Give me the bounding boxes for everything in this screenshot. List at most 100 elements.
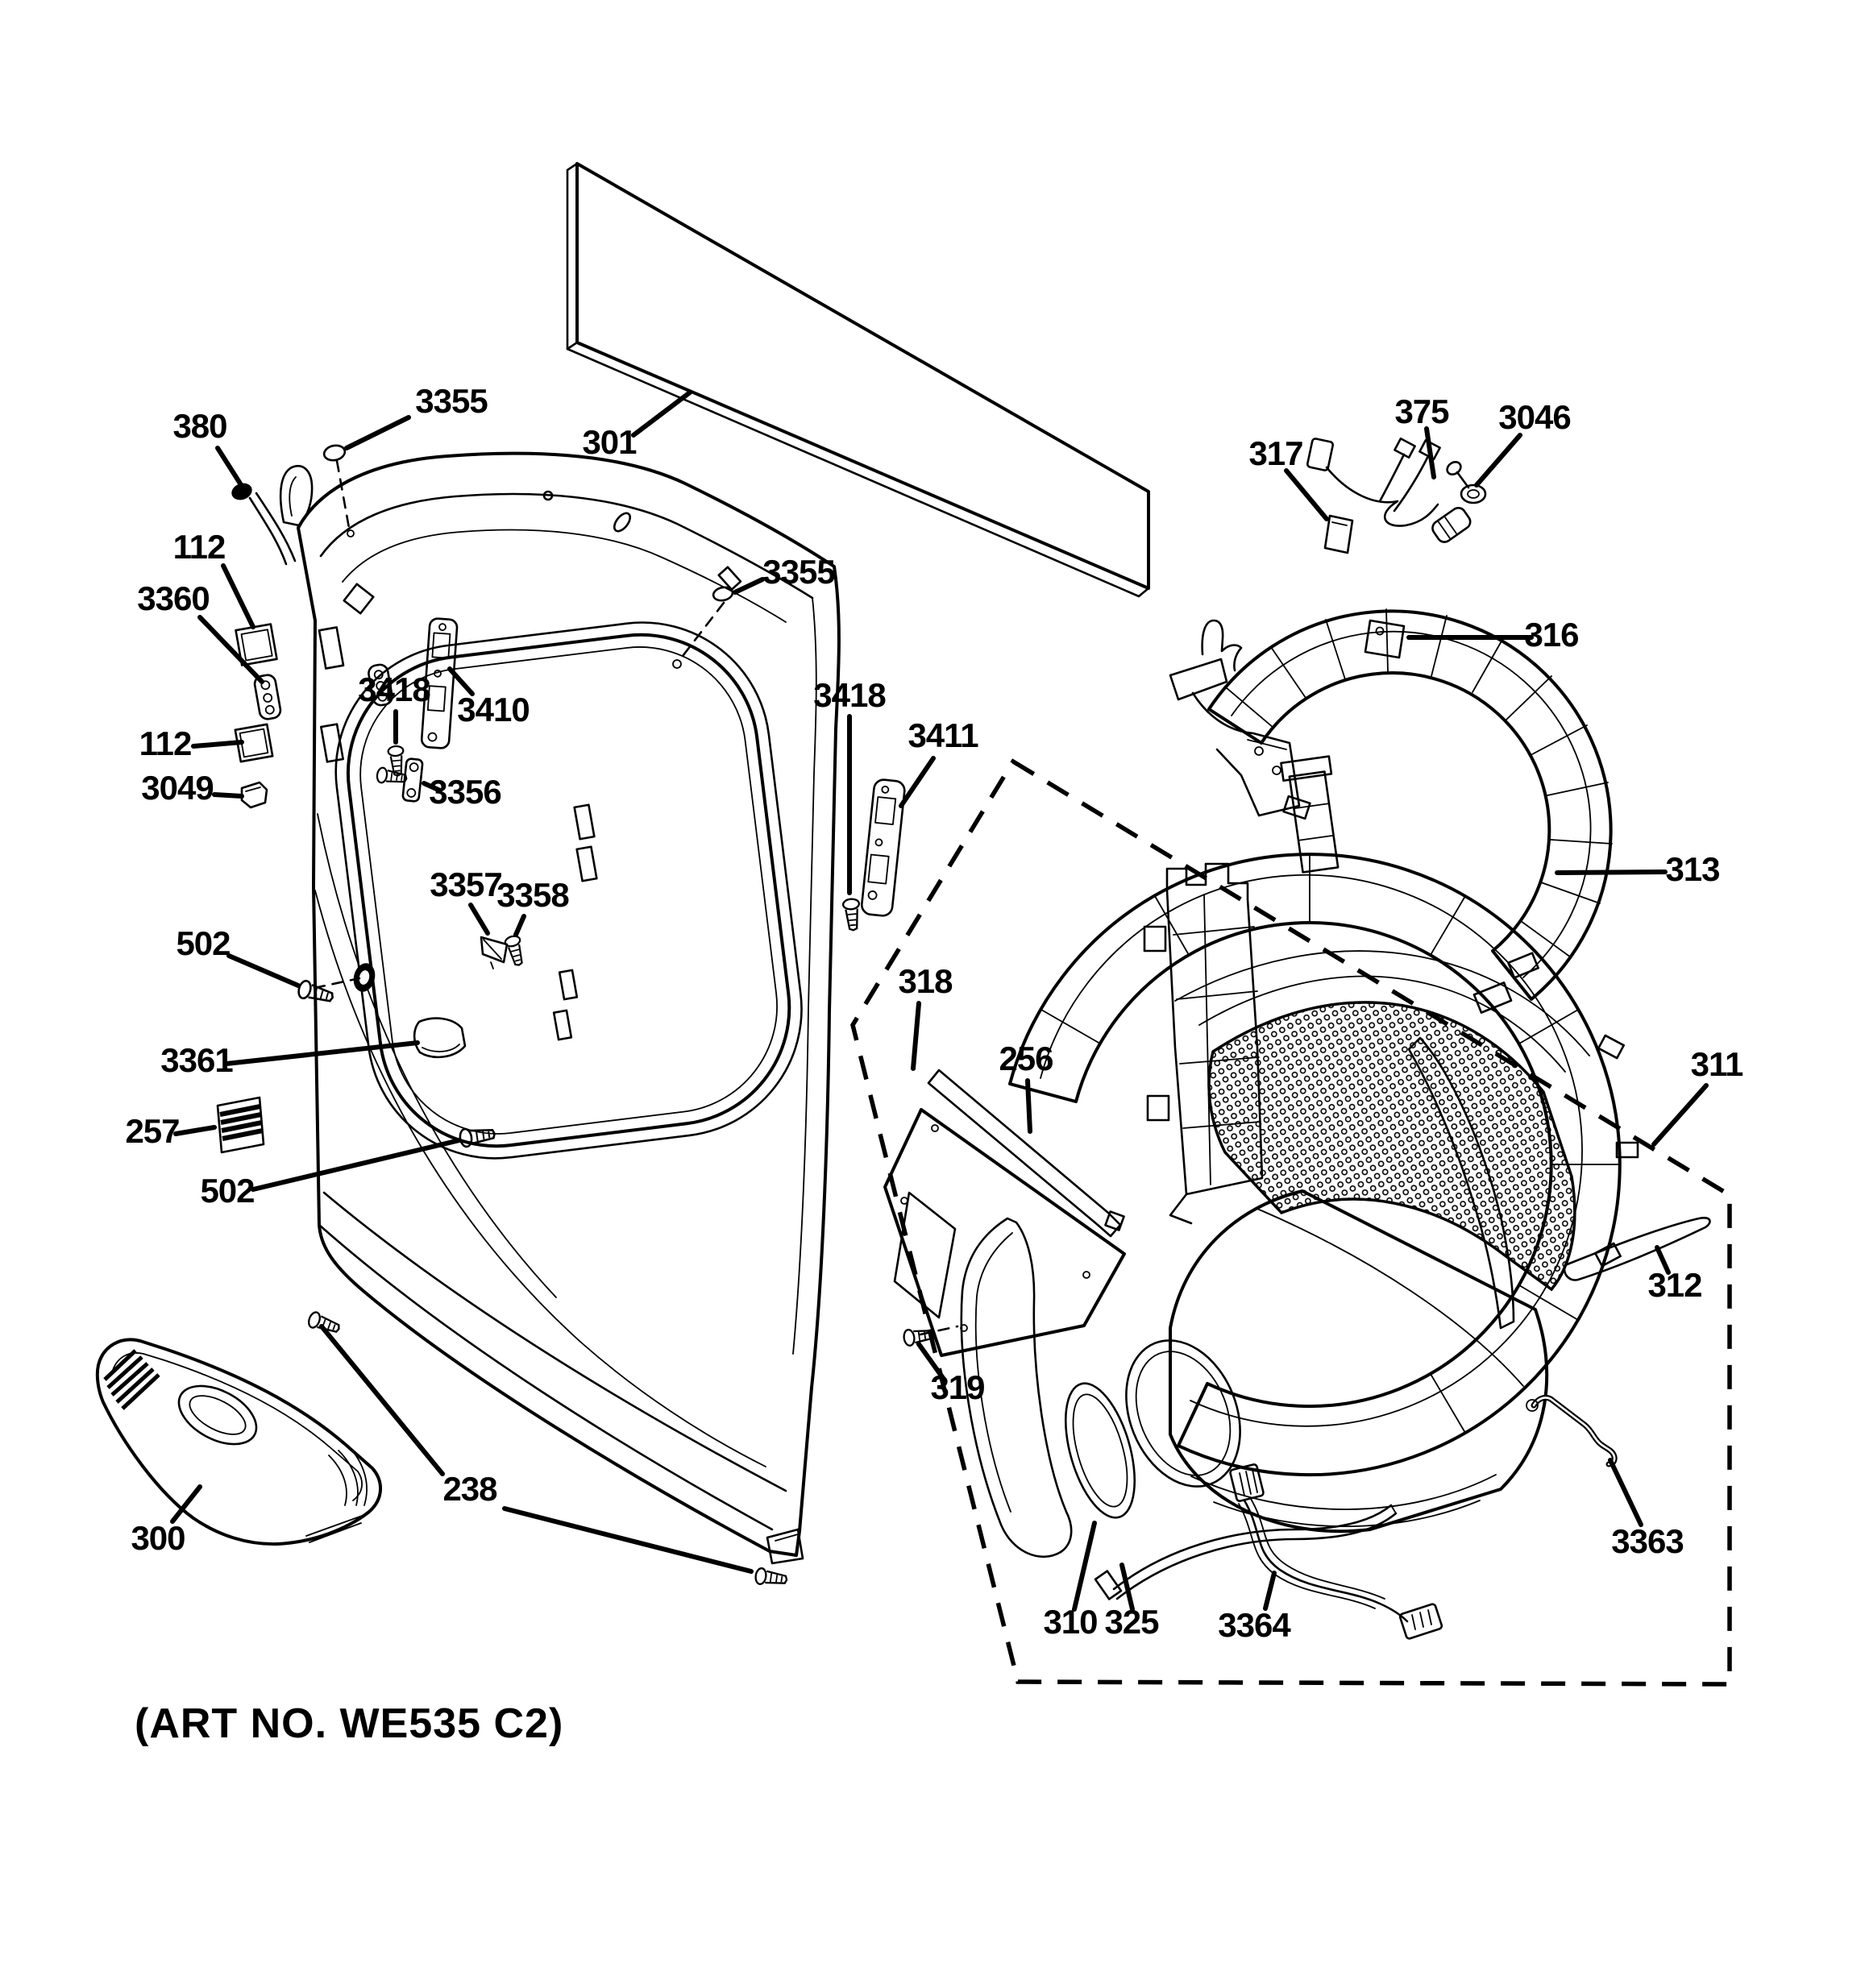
part-label-502: 502: [200, 1172, 254, 1210]
part-label-3360: 3360: [137, 579, 209, 617]
clip-112-lower: [234, 723, 274, 763]
drum-ribbon: [1407, 1036, 1515, 1330]
leader-line-325: [1119, 1563, 1135, 1612]
part-label-3418: 3418: [813, 676, 886, 714]
leader-line-380: [215, 446, 243, 486]
leader-line-375: [1424, 426, 1436, 479]
part-label-3361: 3361: [160, 1041, 233, 1079]
leader-line-3049: [212, 792, 244, 799]
leader-line-3357: [468, 903, 490, 936]
part-label-256: 256: [999, 1040, 1053, 1077]
part-label-301: 301: [582, 423, 637, 461]
leader-line-257: [173, 1125, 217, 1136]
top-panel-301: [566, 162, 1150, 598]
leader-dash-3355: [679, 601, 725, 661]
part-label-3364: 3364: [1218, 1606, 1291, 1644]
lint-filter-300: [95, 1338, 383, 1546]
panel-rim-windows: [318, 490, 742, 1041]
leader-line-318: [911, 1001, 921, 1071]
leader-line-3356: [422, 781, 442, 793]
bracket-3411: [861, 778, 906, 917]
part-label-312: 312: [1647, 1266, 1701, 1304]
harness-375: [1306, 437, 1472, 543]
pad-257: [216, 1096, 265, 1154]
bulkhead-top-post: [1280, 755, 1340, 874]
leader-line-238: [319, 1324, 445, 1476]
part-label-317: 317: [1248, 434, 1302, 472]
leader-line-3358: [513, 914, 526, 937]
air-damper-312: [1563, 1217, 1711, 1281]
part-label-311: 311: [1691, 1045, 1743, 1083]
door-opening: [334, 621, 803, 1160]
part-label-3418: 3418: [358, 670, 430, 708]
handle-pocket-3361: [413, 1017, 467, 1059]
leader-line-312: [1655, 1245, 1671, 1275]
part-label-300: 300: [131, 1519, 185, 1557]
part-label-375: 375: [1394, 392, 1449, 430]
plug-button-3355-right: [712, 586, 734, 602]
part-label-310: 310: [1043, 1603, 1097, 1641]
perforated-drum-band: [1207, 1001, 1576, 1292]
glide-channel-325: [1094, 1504, 1398, 1600]
air-duct-shell: [1125, 1189, 1549, 1534]
screw-grommet-3046: [1446, 460, 1487, 504]
front-panel: [279, 451, 841, 1565]
art-number: (ART NO. WE535 C2): [135, 1700, 563, 1747]
plate-3360: [253, 674, 282, 720]
part-label-316: 316: [1524, 616, 1578, 654]
leader-line-3411: [899, 756, 936, 808]
bulkhead-left-bracket: [1169, 619, 1311, 820]
plug-button-3355-left: [322, 444, 351, 529]
part-label-3358: 3358: [496, 876, 569, 914]
leader-line-238: [502, 1506, 754, 1574]
strike-3356: [375, 757, 424, 803]
leader-line-310: [1072, 1521, 1097, 1612]
part-label-3410: 3410: [457, 691, 529, 728]
pad-316: [1364, 619, 1406, 659]
wire-rod-3363: [1526, 1394, 1618, 1467]
wedge-3357: [480, 936, 509, 969]
clip-3049: [240, 781, 268, 809]
part-label-3355: 3355: [762, 553, 835, 591]
screw-3418-right: [841, 897, 862, 932]
front-bulkhead-assembly: [1008, 755, 1711, 1534]
leader-line-319: [916, 1342, 945, 1380]
part-label-325: 325: [1104, 1603, 1159, 1641]
leader-line-311: [1651, 1083, 1709, 1147]
leader-line-317: [1284, 468, 1329, 521]
leader-line-3046: [1474, 433, 1522, 488]
leader-line-3410: [447, 666, 475, 696]
leader-dash-502: [313, 977, 361, 990]
part-label-318: 318: [898, 962, 953, 1000]
seal-strip-256: [927, 1069, 1125, 1238]
leader-line-3361: [224, 1040, 420, 1066]
screw-502-upper: [295, 963, 376, 1007]
felt-seal-310: [1064, 1382, 1136, 1519]
leader-line-300: [170, 1484, 202, 1524]
part-label-502: 502: [176, 924, 230, 962]
leader-line-502: [251, 1138, 462, 1192]
part-label-3049: 3049: [141, 769, 213, 807]
part-label-3046: 3046: [1498, 398, 1570, 436]
leader-line-3363: [1608, 1458, 1643, 1527]
leader-line-112: [191, 740, 244, 749]
latch-plate-3410: [420, 617, 459, 749]
leader-line-3364: [1263, 1571, 1277, 1611]
thermistor-317: [1323, 514, 1354, 554]
leader-line-256: [1025, 1078, 1032, 1134]
part-label-257: 257: [125, 1112, 179, 1150]
callout-layer: 3803355301335511233601123049502336125750…: [125, 382, 1744, 1644]
leader-line-3360: [197, 615, 264, 684]
part-label-112: 112: [173, 528, 226, 566]
part-label-319: 319: [930, 1368, 984, 1406]
part-label-3357: 3357: [430, 865, 501, 903]
part-label-380: 380: [172, 407, 226, 445]
leader-line-502: [226, 953, 301, 988]
assembly-group-boundary-311: [850, 758, 1732, 1687]
part-label-238: 238: [442, 1470, 497, 1508]
part-label-3356: 3356: [429, 773, 501, 811]
screw-3358: [503, 933, 528, 969]
access-panel-318: [883, 1108, 1126, 1357]
